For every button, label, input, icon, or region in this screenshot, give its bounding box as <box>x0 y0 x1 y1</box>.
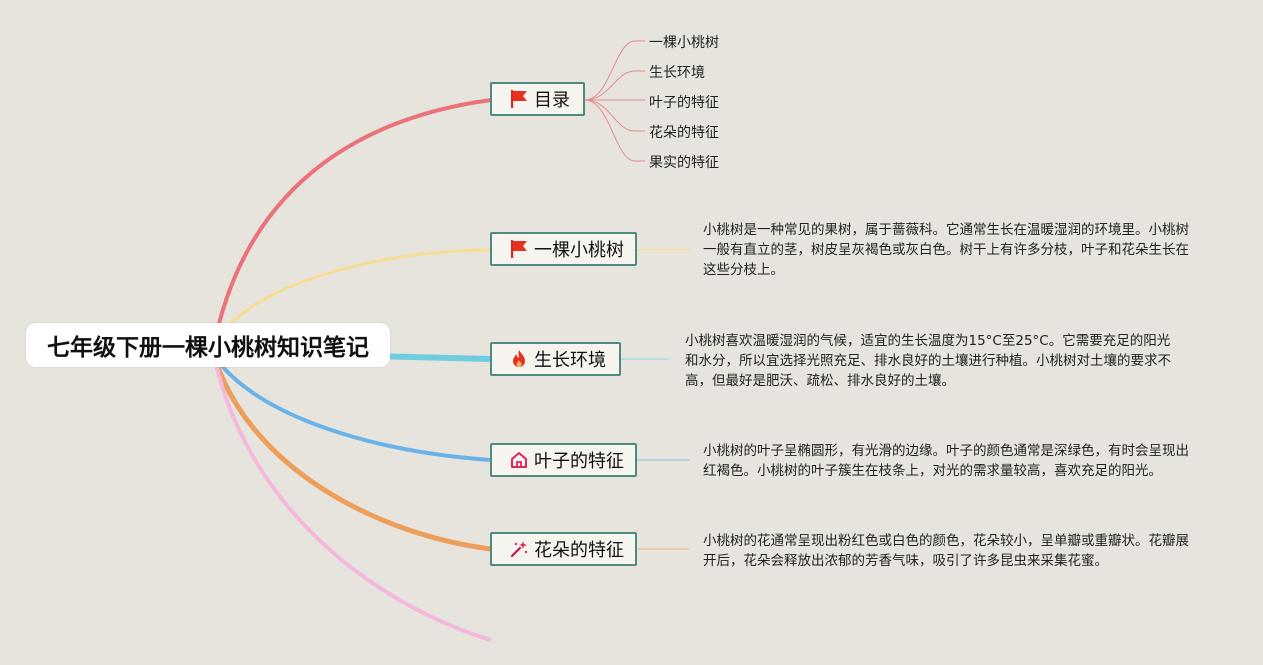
topic-tree[interactable]: 一棵小桃树 <box>490 232 637 266</box>
branch-line-extra <box>212 355 492 642</box>
note-environment: 小桃树喜欢温暖湿润的气候，适宜的生长温度为15°C至25°C。它需要充足的阳光和… <box>685 333 1171 389</box>
topic-label: 一棵小桃树 <box>534 240 624 261</box>
branch-line-leaves <box>212 354 492 462</box>
note-tree: 小桃树是一种常见的果树，属于蔷薇科。它通常生长在温暖湿润的环境里。小桃树一般有直… <box>703 222 1189 278</box>
toc-item[interactable]: 叶子的特征 <box>649 95 719 111</box>
topic-label: 叶子的特征 <box>534 451 624 472</box>
note-flowers: 小桃树的花通常呈现出粉红色或白色的颜色，花朵较小，呈单瓣或重瓣状。花瓣展开后，花… <box>703 533 1189 569</box>
toc-item[interactable]: 生长环境 <box>649 65 705 81</box>
magic-wand-icon <box>508 538 530 560</box>
branch-line-flowers <box>211 355 492 552</box>
topic-leaves[interactable]: 叶子的特征 <box>490 443 637 477</box>
topic-label: 花朵的特征 <box>534 540 624 561</box>
topic-label: 目录 <box>534 90 570 111</box>
topic-toc[interactable]: 目录 <box>490 82 585 116</box>
root-topic[interactable]: 七年级下册一棵小桃树知识笔记 <box>26 323 390 367</box>
toc-item[interactable]: 花朵的特征 <box>649 125 719 141</box>
toc-item[interactable]: 果实的特征 <box>649 155 719 171</box>
toc-connectors <box>584 40 645 162</box>
root-title: 七年级下册一棵小桃树知识笔记 <box>47 335 369 361</box>
branch-line-toc <box>212 98 492 346</box>
topic-flowers[interactable]: 花朵的特征 <box>490 532 637 566</box>
toc-item[interactable]: 一棵小桃树 <box>649 35 719 51</box>
topic-environment[interactable]: 生长环境 <box>490 342 621 376</box>
fire-icon <box>508 348 530 370</box>
note-leaves: 小桃树的叶子呈椭圆形，有光滑的边缘。叶子的颜色通常是深绿色，有时会呈现出红褐色。… <box>703 443 1189 479</box>
topic-label: 生长环境 <box>534 350 606 371</box>
home-icon <box>508 449 530 471</box>
flag-icon <box>508 88 530 110</box>
flag-icon <box>508 238 530 260</box>
